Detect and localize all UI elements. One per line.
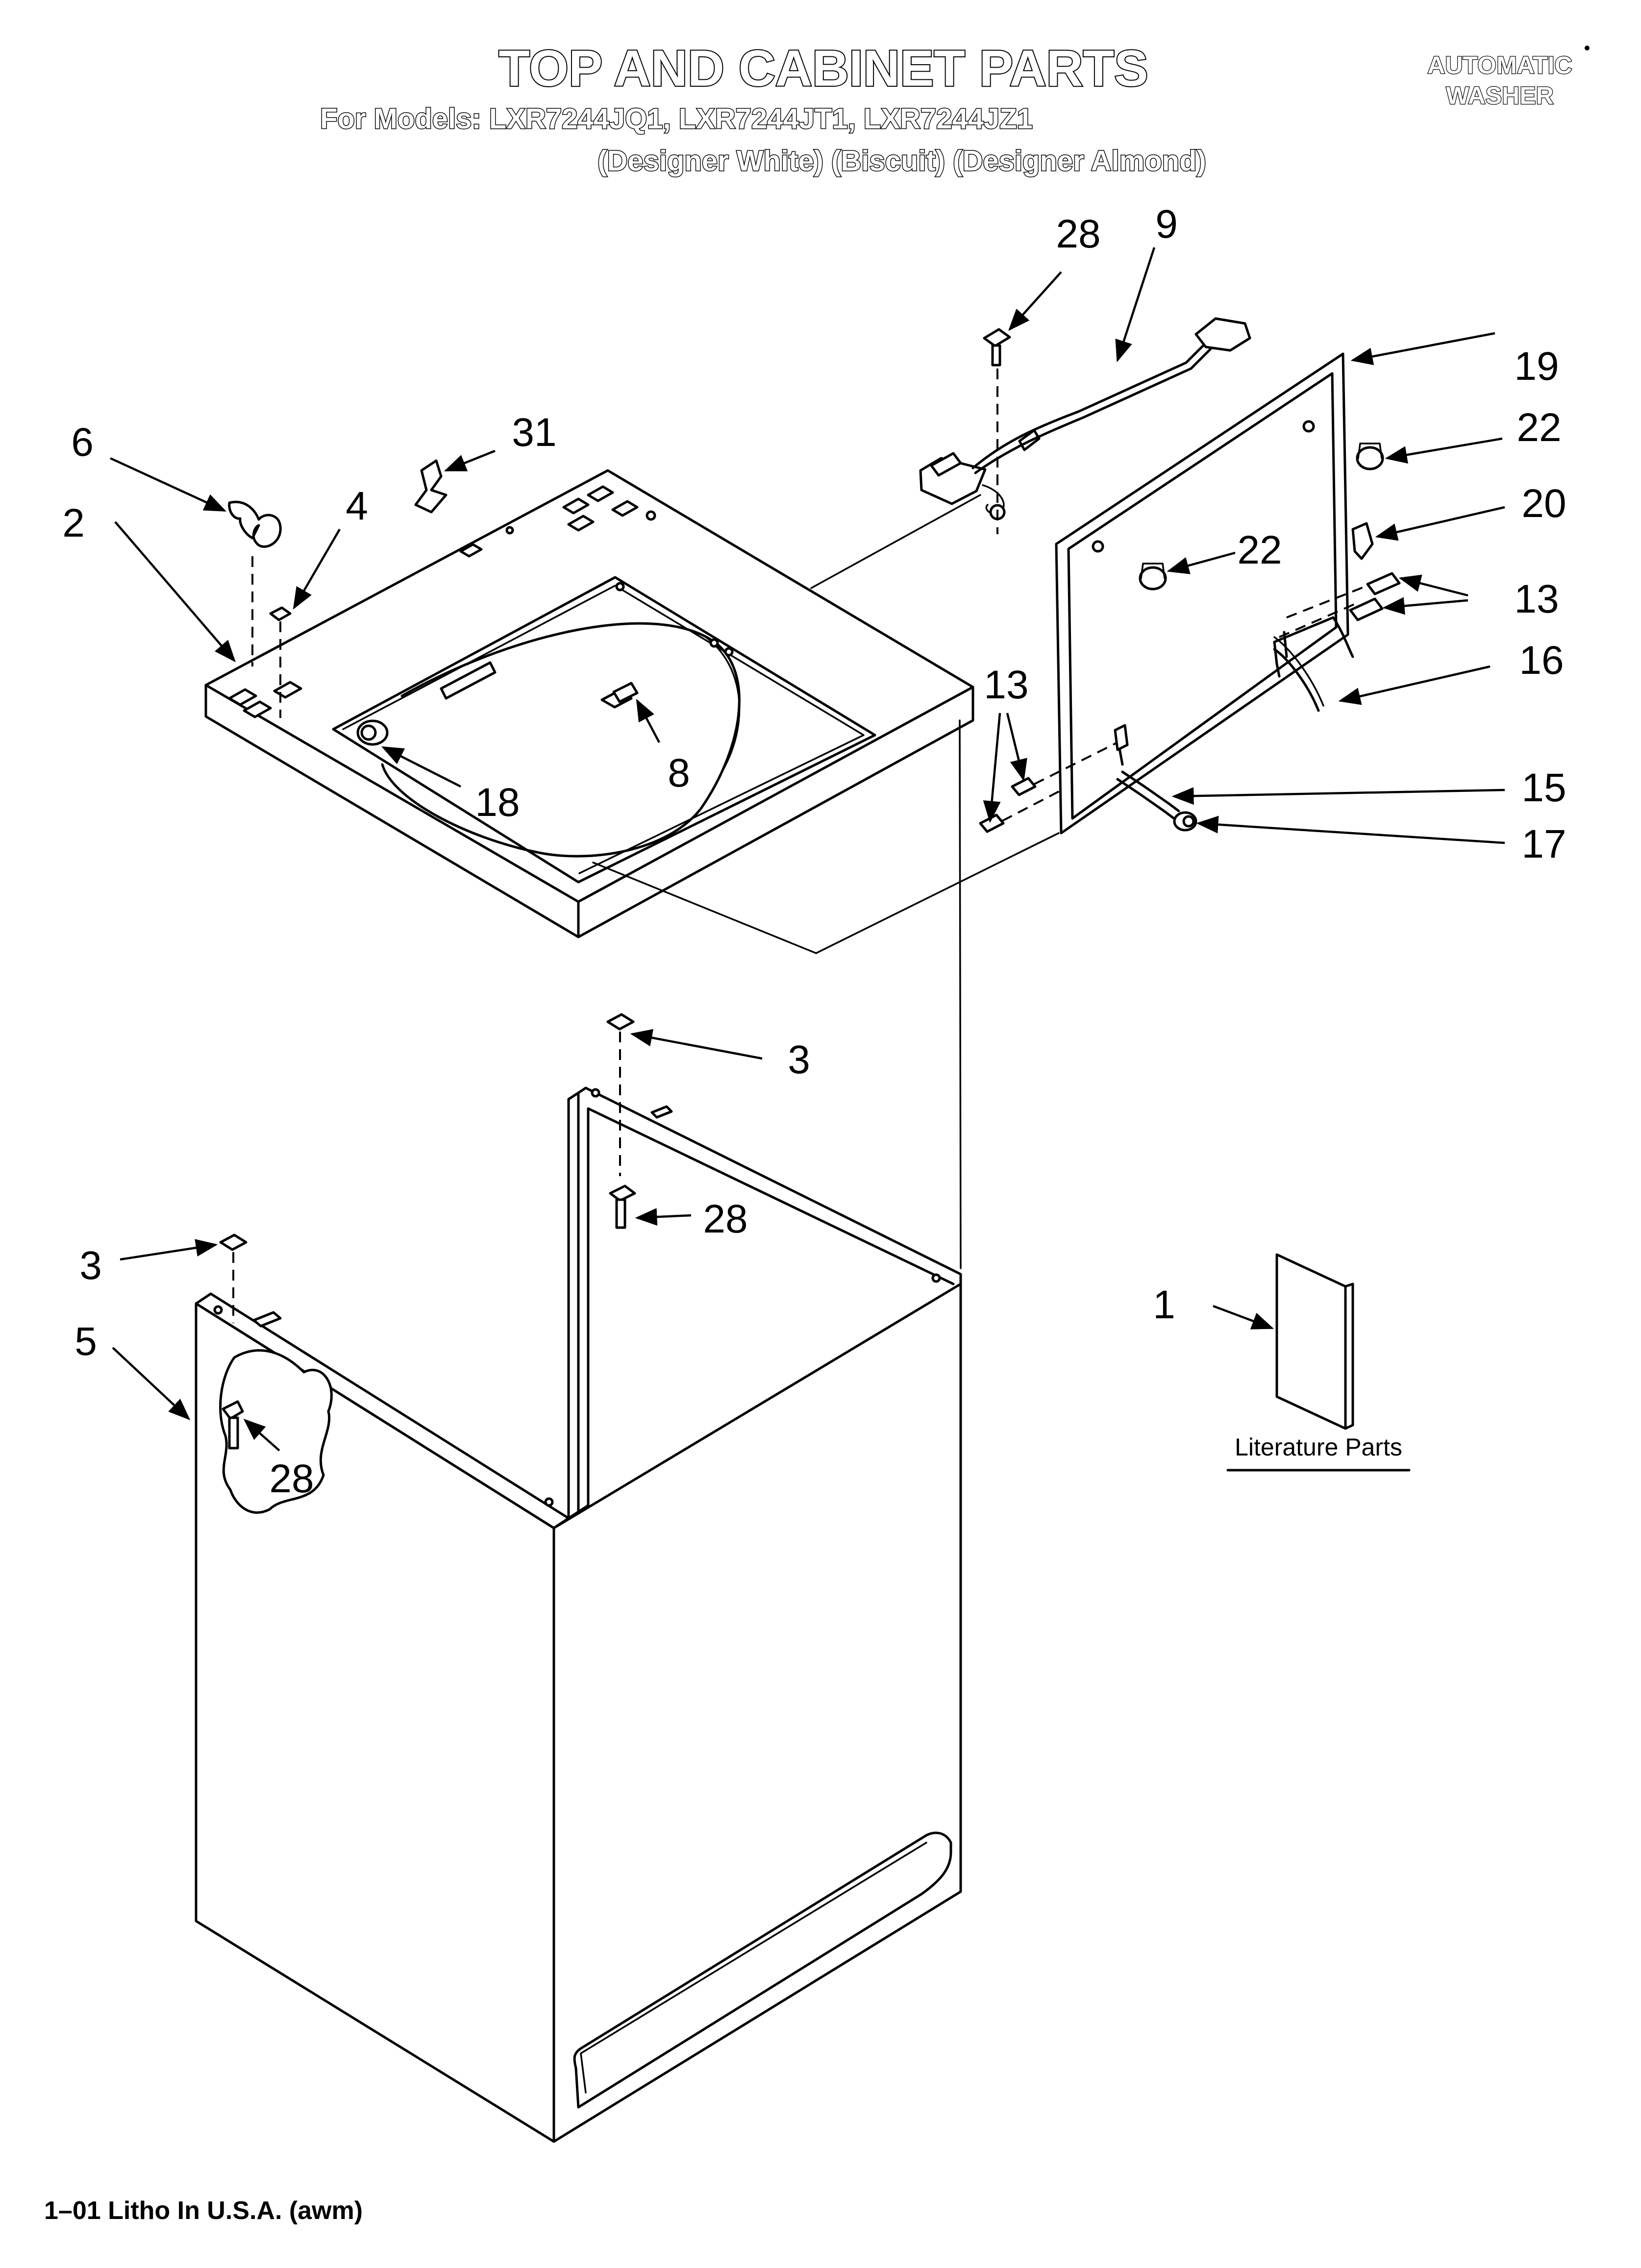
switch-part-20: [1351, 522, 1374, 560]
callout-5: 5: [75, 1319, 97, 1364]
callout-2: 2: [62, 501, 85, 545]
product-type-line1: AUTOMATIC: [1427, 51, 1572, 79]
screws-part-13-right: [1279, 572, 1401, 638]
callout-28-cutaway: 28: [269, 1456, 314, 1501]
callout-1: 1: [1153, 1282, 1175, 1327]
button-part-22-a: [1356, 443, 1384, 470]
knob-part-17: [1173, 811, 1197, 832]
model-list: For Models: LXR7244JQ1, LXR7244JT1, LXR7…: [320, 103, 1033, 135]
footer-litho-text: 1–01 Litho In U.S.A. (awm): [44, 2196, 363, 2225]
callout-22-center: 22: [1237, 528, 1282, 572]
callout-15: 15: [1521, 765, 1566, 810]
cabinet-part-5: [195, 1086, 962, 2143]
callout-3-cabinet: 3: [788, 1037, 810, 1082]
callout-28-top: 28: [1056, 212, 1100, 256]
callout-numbers: 1 2 3 3 4 5 6 8 9 13 13 15 16 17 18 19 2…: [62, 202, 1566, 1501]
callout-6: 6: [71, 420, 94, 465]
callout-8: 8: [668, 751, 690, 795]
hinge-bolt-part-8: [600, 682, 639, 709]
button-part-22-b: [1139, 563, 1167, 591]
screw-part-28-middle: [609, 1184, 636, 1229]
page-title: TOP AND CABINET PARTS: [498, 40, 1148, 97]
top-panel: [204, 469, 974, 938]
corner-mark: [1585, 46, 1590, 50]
bracket-part-31: [414, 459, 448, 514]
screw-part-28-top: [983, 328, 1011, 367]
product-type-line2: WASHER: [1446, 82, 1553, 109]
callout-20: 20: [1521, 481, 1566, 526]
callout-3-left: 3: [79, 1243, 102, 1288]
wire-harness-part-15: [1114, 724, 1180, 820]
literature-booklet-part-1: [1226, 1253, 1411, 1472]
wire-harness-part-16: [1273, 616, 1354, 678]
assembly-line-b: [815, 832, 1060, 954]
color-list: (Designer White) (Biscuit) (Designer Alm…: [597, 145, 1206, 177]
spring-clip-part-4: [251, 556, 292, 718]
console-frame-part-19: [1055, 352, 1349, 835]
assembly-line-a: [810, 494, 981, 589]
clip-part-3-left: [219, 1233, 248, 1323]
callout-13-left: 13: [984, 663, 1028, 707]
callout-9: 9: [1155, 202, 1178, 247]
callout-22-right: 22: [1517, 405, 1561, 450]
assembly-line-d: [959, 719, 962, 1269]
callout-31: 31: [512, 410, 556, 455]
hinge-clip-part-6: [228, 500, 282, 548]
lid-bumper-part-18: [356, 719, 389, 746]
screw-part-28-cutaway: [222, 1400, 244, 1450]
callout-4: 4: [346, 484, 368, 528]
cutaway-detail: [219, 1349, 333, 1514]
callout-28-middle: 28: [703, 1197, 747, 1241]
callout-13-right: 13: [1514, 577, 1559, 621]
callout-17: 17: [1521, 822, 1566, 866]
lid-switch-part-9: [919, 317, 1251, 534]
callout-16: 16: [1519, 638, 1564, 683]
callout-leaders: [110, 247, 1505, 1452]
clip-part-3-cabinet: [606, 1013, 635, 1176]
callout-19: 19: [1514, 344, 1559, 389]
assembly-line-c: [592, 862, 817, 954]
literature-parts-label: Literature Parts: [1235, 1433, 1402, 1461]
callout-18: 18: [475, 780, 520, 825]
